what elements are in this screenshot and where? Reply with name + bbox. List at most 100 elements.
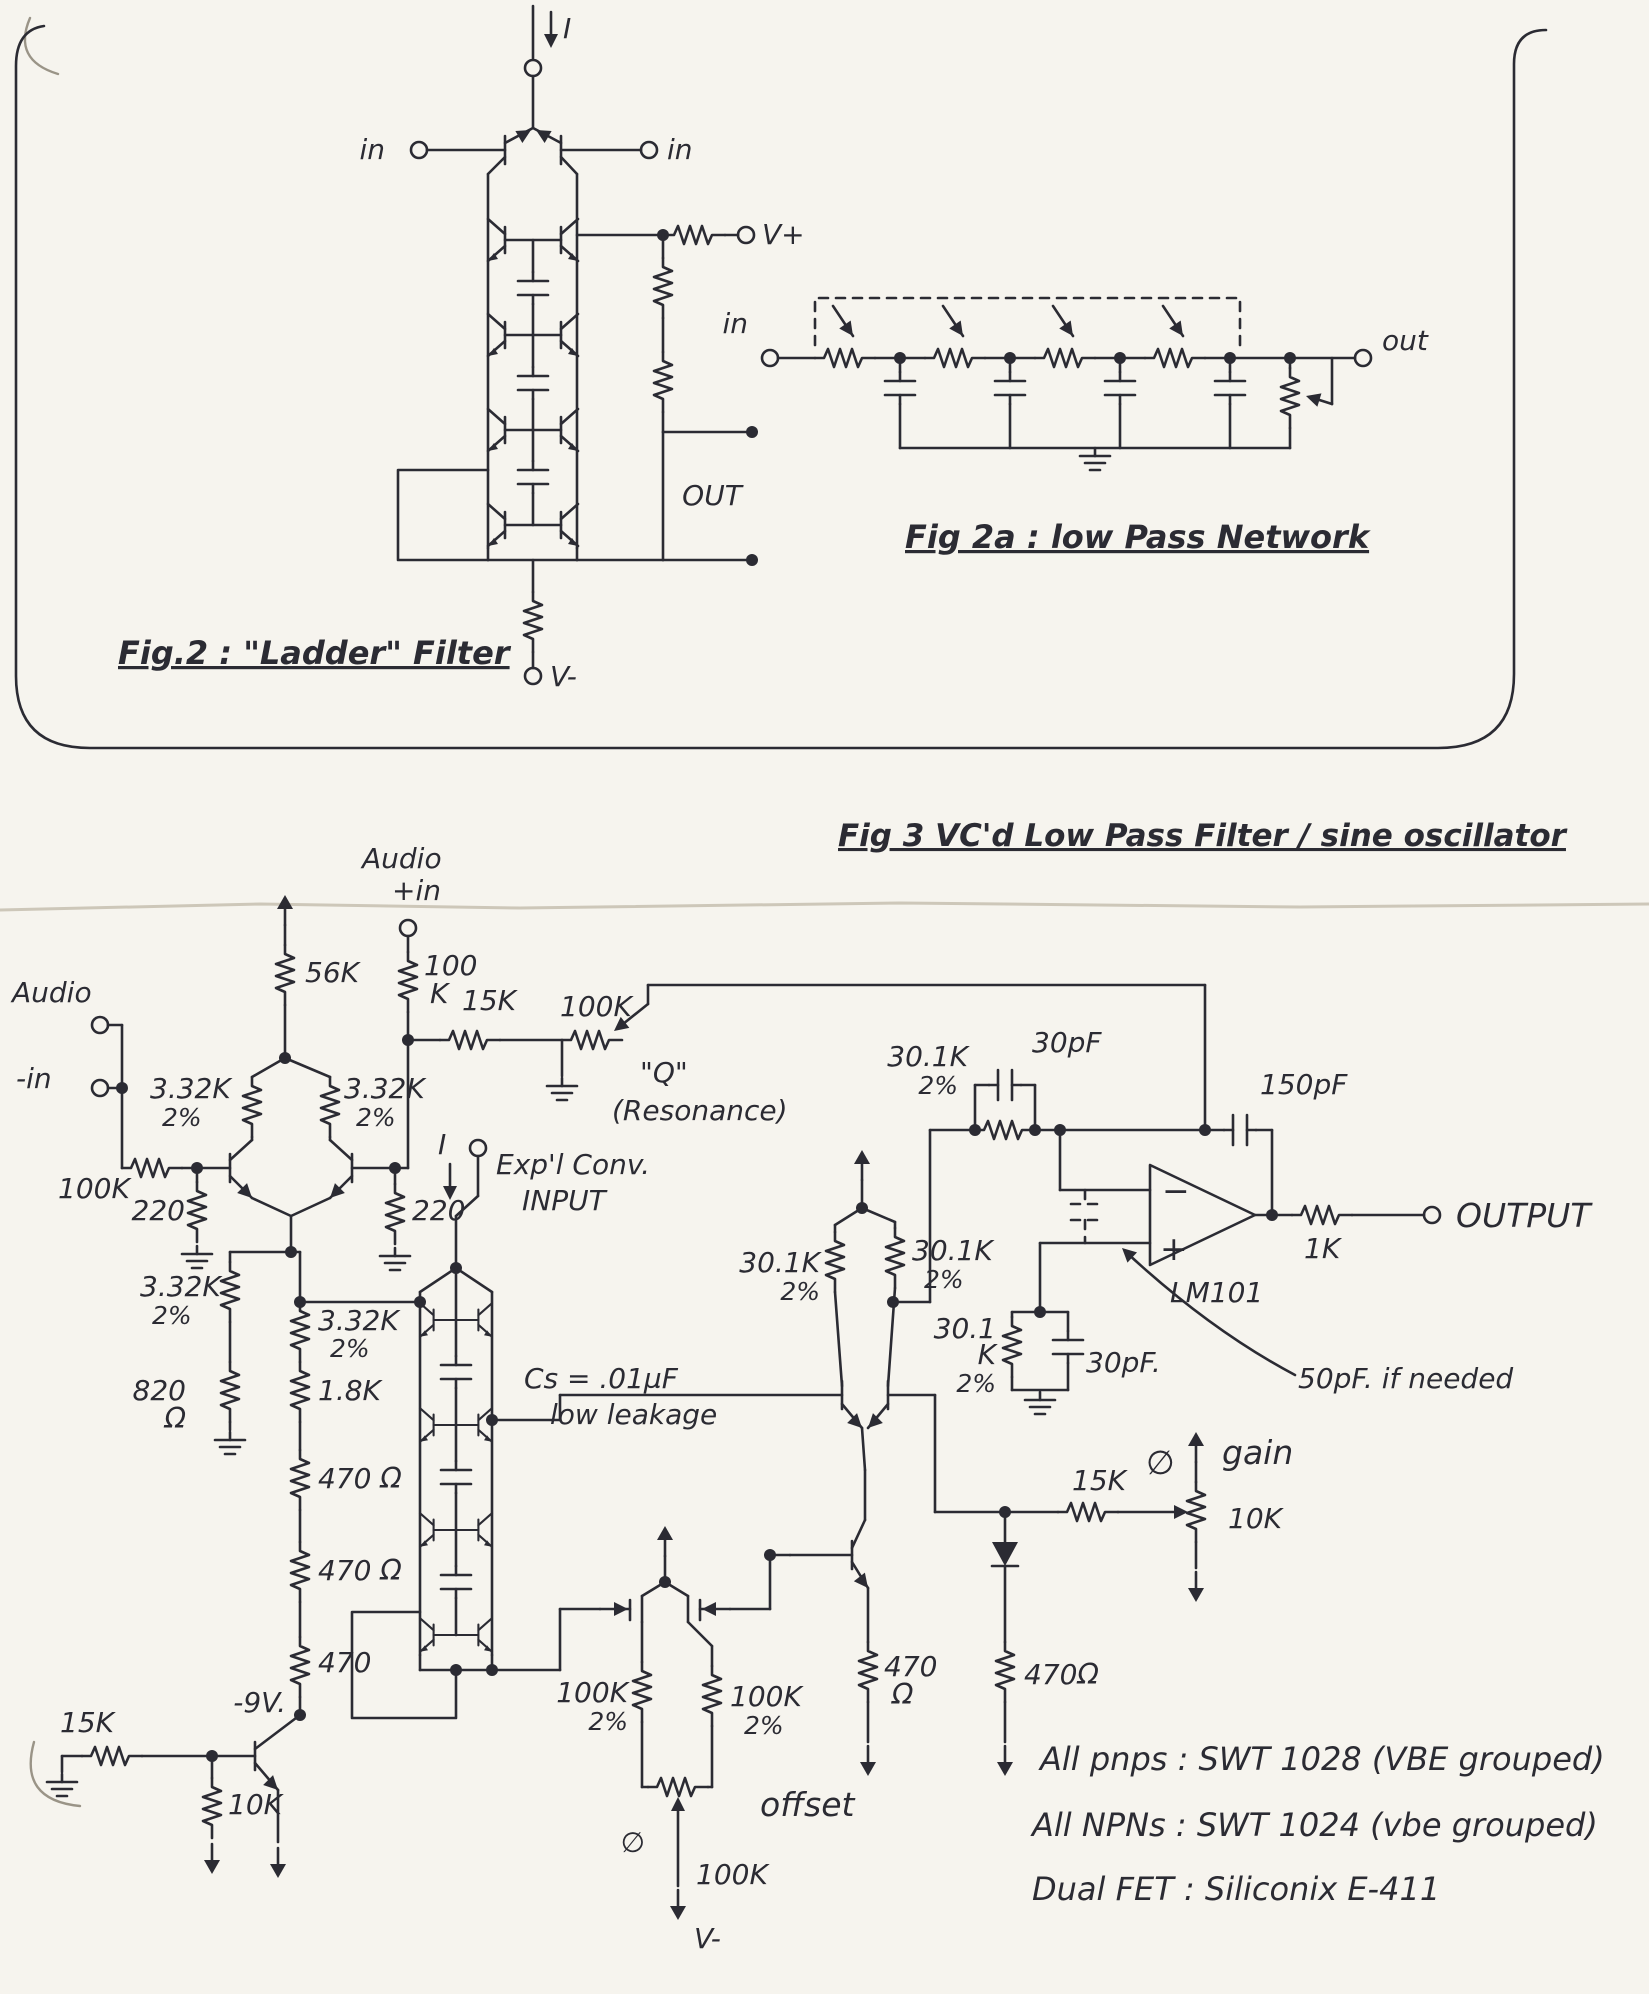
gain-potentiometer: [1187, 1482, 1205, 1542]
in-terminal-left: [409, 140, 429, 160]
component-notes: All pnps : SWT 1028 (VBE grouped) All NP…: [1030, 1740, 1605, 1908]
resistor-symbol: [654, 352, 672, 412]
label-470d: 470: [884, 1650, 937, 1683]
ground-symbol: [213, 1430, 247, 1456]
exp-converter-ladder: I Exp'l Conv. INPUT: [350, 1128, 717, 1720]
label-2pct: 2%: [152, 1301, 192, 1330]
label-15k-q: 15K: [462, 984, 519, 1017]
vplus-terminal: [736, 225, 756, 245]
resistor-symbol: [386, 1184, 404, 1244]
ground-symbol: [378, 1246, 412, 1272]
resistor-symbol: [291, 1362, 309, 1422]
label-2pct: 2%: [956, 1369, 996, 1398]
label-1.8k: 1.8K: [318, 1374, 384, 1407]
fig2-caption: Fig.2 : "Ladder" Filter: [118, 634, 512, 672]
resistor-symbol: [813, 347, 877, 369]
label-150pf: 150pF: [1260, 1068, 1348, 1101]
capacitor-symbol: [516, 270, 550, 306]
current-arrow: [542, 32, 560, 50]
label-expl-conv: Exp'l Conv.: [496, 1148, 650, 1181]
label-low-leakage: low leakage: [550, 1398, 717, 1431]
label-100k-line1: 100: [424, 949, 477, 982]
label-vminus-3: V-: [694, 1922, 721, 1955]
audio-plus-terminal: [398, 918, 418, 938]
ground-symbol: [1078, 446, 1112, 472]
note-fets: Dual FET : Siliconix E-411: [1032, 1870, 1440, 1908]
label-current: I: [563, 12, 571, 45]
q-potentiometer: [560, 1029, 624, 1051]
ground-symbol: [545, 1076, 579, 1102]
label-2pct: 2%: [330, 1334, 370, 1363]
op-amp-section: 30.1K 2% 30pF 150pF 30.1 K: [887, 1026, 1593, 1416]
label-offset: offset: [760, 1785, 856, 1824]
label-30pf: 30pF: [1032, 1026, 1102, 1059]
label-220-left: 220: [132, 1194, 185, 1227]
label-vplus: V+: [762, 218, 805, 251]
label-100k-offset-l: 100K: [556, 1676, 630, 1709]
op-amp-triangle: [1148, 1163, 1257, 1267]
label-30.1-2: K: [978, 1338, 999, 1371]
label-3.32k-b: 3.32K: [344, 1072, 427, 1105]
label-56k: 56K: [305, 956, 362, 989]
resistor-symbol: [291, 1450, 309, 1510]
fig3-title: Fig 3 VC'd Low Pass Filter / sine oscill…: [838, 818, 1568, 854]
label-30.1k-right: 30.1K: [912, 1234, 995, 1267]
label-820: 820: [133, 1374, 186, 1407]
ladder-feedback-loop: [350, 1610, 458, 1720]
input-differential-pair: [195, 1138, 410, 1254]
label-1k: 1K: [1304, 1232, 1343, 1265]
label-phase-offset: ∅: [621, 1826, 645, 1859]
label-pot-gain: 10K: [1228, 1502, 1285, 1535]
label-100k-offset-r: 100K: [730, 1680, 804, 1713]
label-audio-left: Audio: [10, 976, 92, 1009]
resistor-symbol: [221, 1362, 239, 1422]
fig2a-caption: Fig 2a : low Pass Network: [905, 518, 1371, 556]
ground-symbol: [180, 1244, 214, 1270]
label-30pf-b: 30pF.: [1086, 1346, 1161, 1379]
label-out: OUT: [682, 479, 744, 512]
label-2pct: 2%: [744, 1711, 784, 1740]
audio-minus-terminal-1: [90, 1015, 110, 1035]
output-potentiometer: [1281, 350, 1334, 450]
label-30.1-1: 30.1: [934, 1312, 996, 1345]
resistor-symbol: [1143, 347, 1207, 369]
label-in-right: in: [667, 133, 693, 166]
resistor-symbol: [1033, 347, 1097, 369]
label-2pct: 2%: [162, 1103, 202, 1132]
dual-fet-offset-section: 100K 2% 100K 2% ∅ 100K offset V-: [556, 1524, 856, 1955]
label-15k-gain: 15K: [1072, 1464, 1129, 1497]
capacitor-symbol: [516, 365, 550, 401]
resistor-symbol: [276, 945, 294, 1005]
top-figure-border: [14, 24, 1548, 750]
fig2-ladder-filter-schematic: I in in: [118, 4, 805, 693]
offset-potentiometer: [646, 1776, 710, 1798]
capacitor-symbol: [516, 459, 550, 495]
resistor-symbol: [291, 1542, 309, 1602]
label-30.1k-top: 30.1K: [887, 1040, 970, 1073]
audio-minus-terminal-2: [90, 1078, 110, 1098]
label-in-left: in: [359, 133, 385, 166]
resistor-symbol: [923, 347, 987, 369]
resistor-symbol: [438, 1029, 502, 1051]
label-15k-b: 15K: [60, 1706, 117, 1739]
page-curl-bottom-left: [29, 1740, 82, 1808]
label-3.32k-d: 3.32K: [318, 1304, 401, 1337]
in-terminal-right: [639, 140, 659, 160]
ganged-wipers: [813, 296, 1242, 347]
out-terminal-lower: [744, 552, 760, 568]
junction-dot: [114, 1080, 130, 1096]
label-470e: 470Ω: [1024, 1658, 1099, 1691]
out-terminal-upper: [744, 424, 760, 440]
paper-seam: [0, 901, 1649, 912]
feedback-loop: [396, 468, 490, 562]
resistor-symbol: [524, 592, 542, 652]
label-30.1k-left: 30.1K: [739, 1246, 822, 1279]
label-in: in: [722, 307, 748, 340]
label-2pct: 2%: [918, 1071, 958, 1100]
label-100k-line2: K: [430, 977, 451, 1010]
label-minus-input: −: [1162, 1171, 1190, 1210]
label-ohm: Ω: [891, 1678, 914, 1711]
fig2a-low-pass-network-schematic: in out: [722, 296, 1429, 556]
label-out: out: [1382, 324, 1429, 357]
